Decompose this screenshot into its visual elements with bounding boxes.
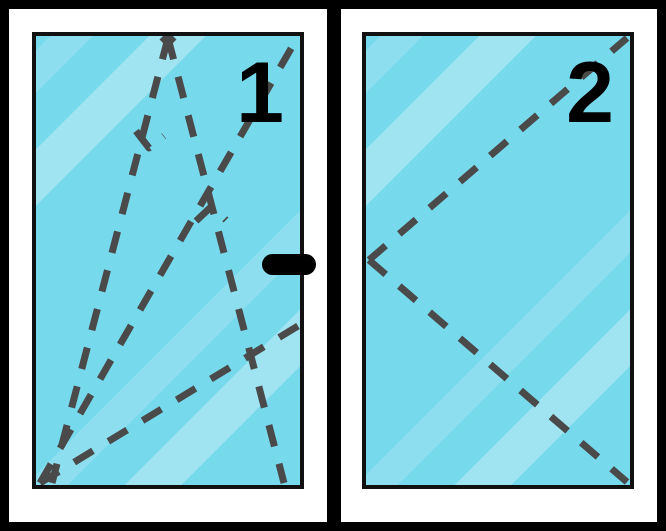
sash-number-2: 2 xyxy=(566,45,614,141)
center-mullion xyxy=(327,9,341,522)
sash-2[interactable]: 2 xyxy=(362,32,634,489)
window-handle[interactable] xyxy=(262,254,316,275)
sash-number-1: 1 xyxy=(236,45,284,141)
